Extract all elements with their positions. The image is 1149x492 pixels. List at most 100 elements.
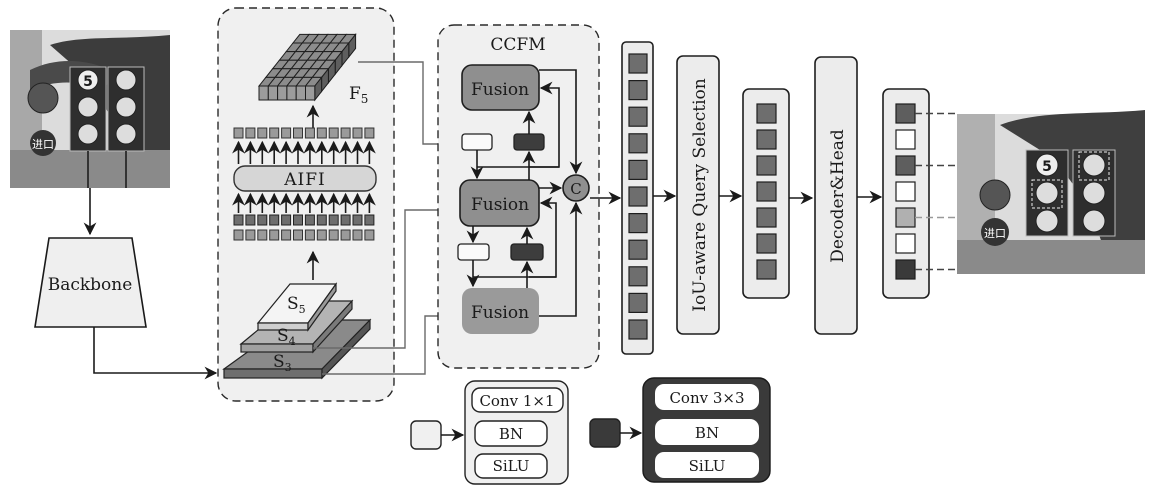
- encoder-token: [628, 79, 648, 101]
- encoder-token: [628, 239, 648, 260]
- legend-dark-swatch: [589, 418, 621, 448]
- f5-label: F5: [349, 84, 368, 106]
- connector-s4-to-ccfm: [313, 204, 458, 349]
- token: [352, 229, 363, 241]
- token: [304, 127, 315, 139]
- concat-node: C: [562, 174, 590, 202]
- aifi-input-arrows: [232, 192, 376, 213]
- query-selection-label: IoU-aware Query Selection: [690, 78, 710, 311]
- token: [257, 214, 268, 226]
- arrow-backbone-to-encoder: [93, 327, 218, 380]
- token: [304, 229, 315, 241]
- token: [233, 214, 244, 226]
- f5-front-cell: [286, 85, 297, 101]
- token: [352, 127, 363, 139]
- fusion-top-label: Fusion: [471, 80, 529, 100]
- token: [269, 127, 280, 139]
- query-selection-block: IoU-aware Query Selection: [676, 55, 720, 335]
- aifi-block: AIFI: [233, 165, 377, 192]
- output-sign-speed-text: 5: [1042, 159, 1052, 175]
- token: [316, 127, 327, 139]
- token: [281, 229, 292, 241]
- aifi-output-arrows: [232, 140, 376, 164]
- s5-label: S5: [287, 294, 306, 316]
- token: [328, 229, 339, 241]
- f5-front-cell: [295, 85, 307, 101]
- token: [340, 214, 351, 226]
- fusion-block-middle: Fusion: [459, 179, 540, 227]
- token: [233, 229, 244, 241]
- output-query-darkest: [895, 259, 916, 280]
- selected-queries: [756, 103, 777, 280]
- decoder-head-label: Decoder&Head: [828, 129, 848, 263]
- entry-sign: [30, 130, 56, 156]
- token: [293, 229, 303, 241]
- fusion-block-top: Fusion: [461, 64, 540, 111]
- conv3x3-block-upper: [513, 133, 545, 151]
- token: [233, 127, 244, 139]
- selected-query: [756, 207, 777, 228]
- aifi-input-tokens: [233, 214, 375, 241]
- ccfm-connections: [466, 69, 583, 317]
- token: [328, 127, 339, 139]
- output-query-white: [895, 181, 916, 202]
- token: [340, 229, 351, 241]
- token: [352, 214, 363, 226]
- token: [293, 214, 303, 226]
- output-image: 5 进口: [957, 110, 1145, 274]
- output-query-light: [895, 207, 916, 228]
- legend-light-conv: Conv 1×1: [479, 392, 554, 410]
- legend-dark-bn: BN: [695, 424, 719, 442]
- s3-label: S3: [273, 352, 292, 374]
- token: [281, 214, 292, 226]
- token: [328, 214, 339, 226]
- token: [364, 214, 375, 226]
- output-query-dark: [895, 103, 916, 124]
- encoder-token: [628, 319, 648, 340]
- f5-feature-tensor: [257, 32, 357, 102]
- encoder-token: [628, 186, 648, 207]
- sign-speed-text: 5: [83, 74, 93, 90]
- output-query-white: [895, 233, 916, 254]
- token: [316, 229, 327, 241]
- output-query-dark: [895, 155, 916, 176]
- output-entry-sign-text: 进口: [984, 227, 1006, 240]
- legend: Conv 1×1 BN SiLU Conv 3×3 BN SiLU: [410, 377, 771, 485]
- prediction-links: [915, 112, 957, 271]
- encoder-token: [628, 133, 648, 154]
- backbone-block: Backbone: [34, 237, 147, 328]
- f5-front-cell: [277, 85, 288, 101]
- aifi-label: AIFI: [283, 170, 326, 190]
- token: [245, 229, 256, 241]
- entry-sign-text: 进口: [32, 138, 54, 151]
- s5-layer: [256, 282, 338, 332]
- encoder-token: [628, 53, 648, 74]
- feature-pyramid: S5 S4 S3: [222, 282, 372, 380]
- conv1x1-block-lower: [457, 243, 490, 261]
- token: [245, 127, 256, 139]
- token: [364, 229, 375, 241]
- decoder-head-block: Decoder&Head: [814, 56, 858, 335]
- legend-dark-silu: SiLU: [689, 457, 726, 475]
- fusion-middle-label: Fusion: [471, 195, 529, 215]
- token: [245, 214, 256, 226]
- f5-front-cell: [267, 85, 279, 101]
- legend-dark-block: Conv 3×3 BN SiLU: [642, 377, 771, 483]
- token: [340, 127, 351, 139]
- selected-query: [756, 155, 777, 176]
- conv3x3-block-lower: [510, 243, 544, 261]
- selected-query: [756, 259, 777, 280]
- token: [269, 229, 280, 241]
- conv1x1-block-upper: [461, 133, 493, 151]
- token: [293, 127, 303, 139]
- encoder-tokens: [628, 53, 648, 340]
- token: [316, 214, 327, 226]
- token: [304, 214, 315, 226]
- encoder-token: [628, 106, 648, 127]
- legend-dark-conv: Conv 3×3: [669, 389, 744, 407]
- fusion-bottom-label: Fusion: [471, 303, 529, 323]
- selected-query: [756, 233, 777, 254]
- selected-query: [756, 103, 777, 124]
- output-query-white: [895, 129, 916, 150]
